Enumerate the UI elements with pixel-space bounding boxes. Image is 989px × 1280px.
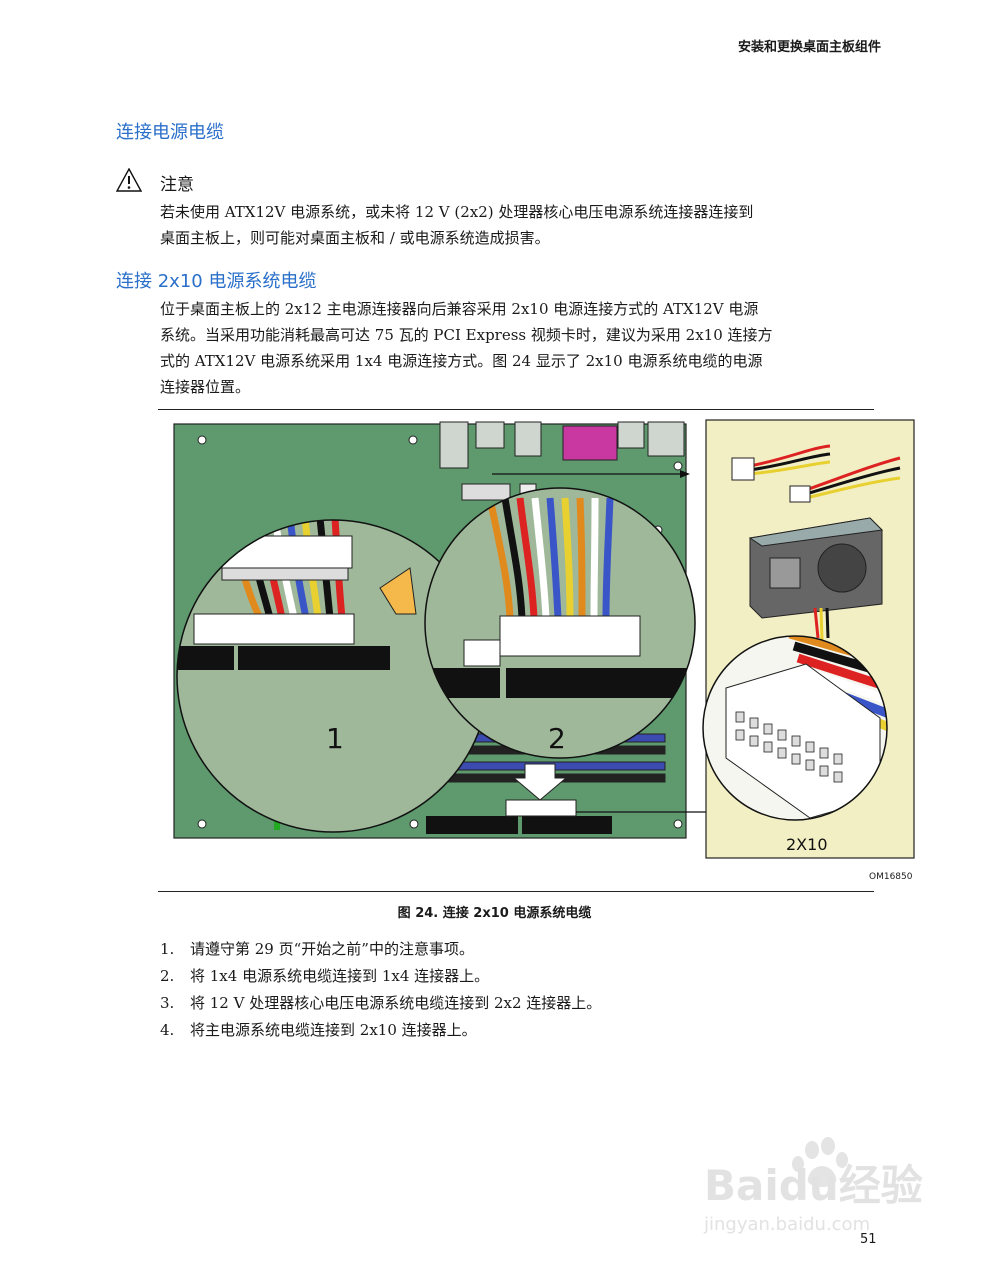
section-title: 连接电源电缆 xyxy=(116,122,224,143)
callout-2: 2 xyxy=(548,722,566,755)
figure-caption: 图 24. 连接 2x10 电源系统电缆 xyxy=(397,906,592,921)
callout-1: 1 xyxy=(326,722,344,755)
figure-bottom-rule xyxy=(158,891,874,892)
body-line: 位于桌面主板上的 2x12 主电源连接器向后兼容采用 2x10 电源连接方式的 … xyxy=(160,300,759,318)
body-line: 式的 ATX12V 电源系统采用 1x4 电源连接方式。图 24 显示了 2x1… xyxy=(160,352,763,370)
caution-title: 注意 xyxy=(160,175,194,195)
zoom-detail-2 xyxy=(425,488,695,758)
subsection-title: 连接 2x10 电源系统电缆 xyxy=(116,271,317,292)
step-text: 将 1x4 电源系统电缆连接到 1x4 连接器上。 xyxy=(190,967,490,985)
figure-id: OM16850 xyxy=(869,872,913,882)
watermark-url: jingyan.baidu.com xyxy=(703,1214,870,1235)
step-number: 3. xyxy=(160,994,175,1012)
caution-line: 若未使用 ATX12V 电源系统，或未将 12 V (2x2) 处理器核心电压电… xyxy=(160,203,754,221)
subsection-body: 位于桌面主板上的 2x12 主电源连接器向后兼容采用 2x10 电源连接方式的 … xyxy=(160,296,850,400)
parallel-port xyxy=(562,425,618,461)
running-header: 安装和更换桌面主板组件 xyxy=(737,40,881,55)
step-number: 1. xyxy=(160,940,175,958)
body-line: 连接器位置。 xyxy=(160,378,251,396)
step-number: 2. xyxy=(160,967,175,985)
caution-line: 桌面主板上，则可能对桌面主板和 / 或电源系统造成损害。 xyxy=(160,229,550,247)
caution-text: 若未使用 ATX12V 电源系统，或未将 12 V (2x2) 处理器核心电压电… xyxy=(160,199,850,251)
power-cable-figure: 1 2 xyxy=(173,419,915,859)
list-item: 1. 请遵守第 29 页“开始之前”中的注意事项。 xyxy=(160,936,860,963)
list-item: 4. 将主电源系统电缆连接到 2x10 连接器上。 xyxy=(160,1017,860,1044)
caution-icon xyxy=(116,168,142,192)
watermark-text: Baidu经验 xyxy=(704,1161,923,1210)
step-text: 将主电源系统电缆连接到 2x10 连接器上。 xyxy=(190,1021,477,1039)
list-item: 2. 将 1x4 电源系统电缆连接到 1x4 连接器上。 xyxy=(160,963,860,990)
body-line: 系统。当采用功能消耗最高可达 75 瓦的 PCI Express 视频卡时，建议… xyxy=(160,326,773,344)
baidu-watermark: Baidu经验 jingyan.baidu.com xyxy=(703,1137,923,1235)
power-supply-unit xyxy=(748,517,884,641)
step-number: 4. xyxy=(160,1021,175,1039)
list-item: 3. 将 12 V 处理器核心电压电源系统电缆连接到 2x2 连接器上。 xyxy=(160,990,860,1017)
connector-label: 2X10 xyxy=(786,835,828,854)
steps-list: 1. 请遵守第 29 页“开始之前”中的注意事项。 2. 将 1x4 电源系统电缆连… xyxy=(160,936,860,1044)
step-text: 请遵守第 29 页“开始之前”中的注意事项。 xyxy=(190,940,474,958)
1x4-connector xyxy=(461,483,511,501)
2x10-connector-on-board xyxy=(505,799,577,817)
step-text: 将 12 V 处理器核心电压电源系统电缆连接到 2x2 连接器上。 xyxy=(190,994,602,1012)
figure-top-rule xyxy=(158,409,874,410)
page-number: 51 xyxy=(860,1232,877,1247)
